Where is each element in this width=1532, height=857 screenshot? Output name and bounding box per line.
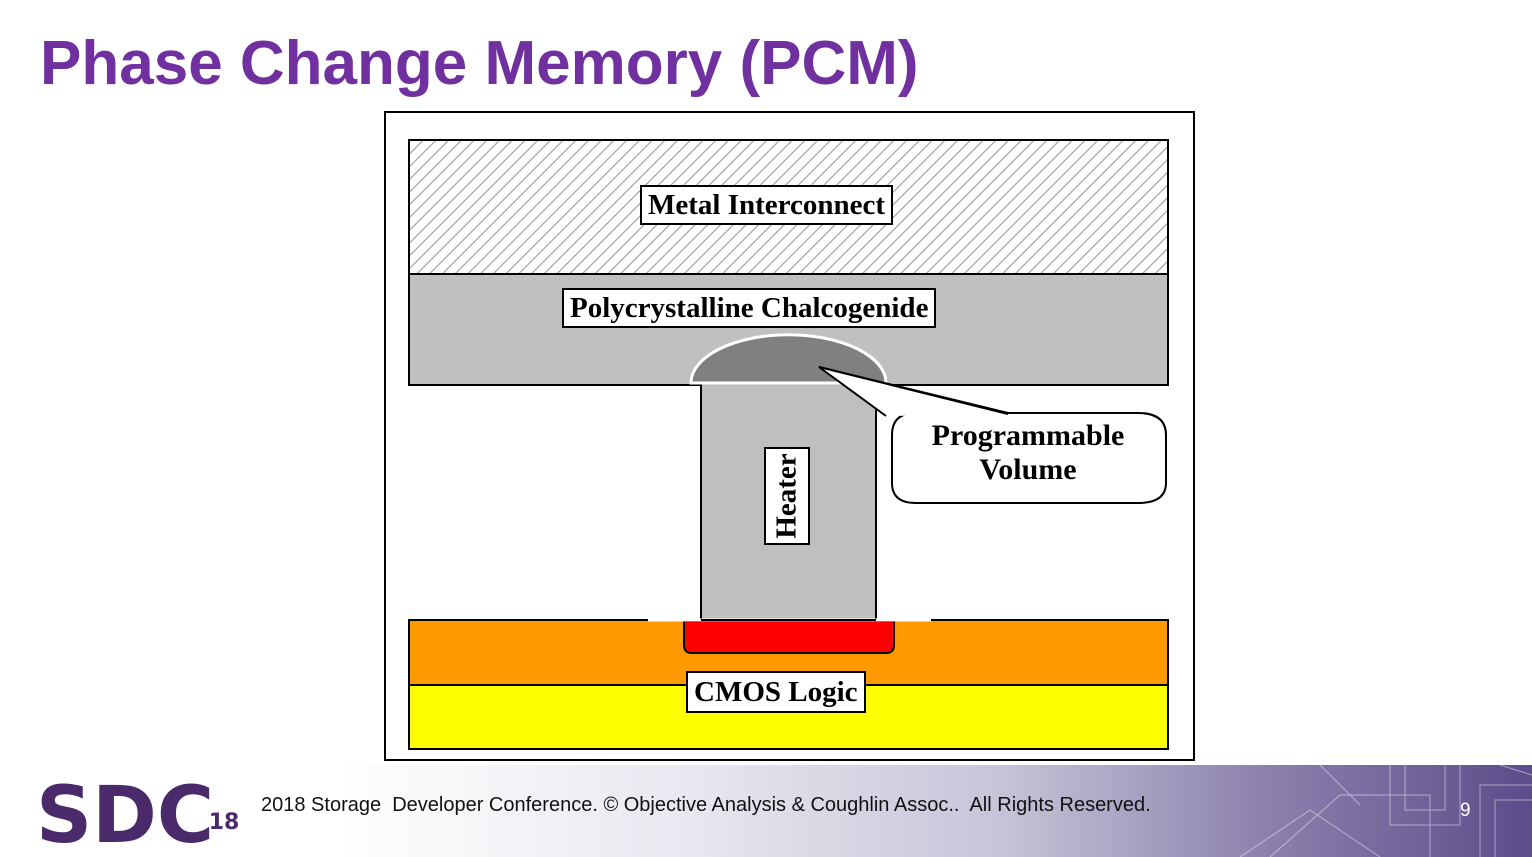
callout-pointer bbox=[818, 366, 1009, 417]
callout-balloon bbox=[818, 366, 1167, 504]
logo-letters: SDC bbox=[36, 778, 214, 850]
callout-line-1: Programmable bbox=[931, 419, 1125, 452]
slide-title: Phase Change Memory (PCM) bbox=[40, 29, 919, 98]
chalcogenide-label: Polycrystalline Chalcogenide bbox=[562, 288, 937, 328]
programmable-volume-callout: Programmable Volume bbox=[892, 419, 1164, 487]
logo-year-badge bbox=[211, 807, 237, 833]
sdc-logo: SDC 18 bbox=[36, 778, 240, 850]
metal-interconnect-label: Metal Interconnect bbox=[640, 185, 894, 225]
heater-label: Heater bbox=[770, 453, 803, 539]
page-number: 9 bbox=[1460, 800, 1471, 821]
decorative-circuit-lines bbox=[1239, 765, 1532, 857]
contact-well bbox=[683, 620, 895, 654]
heater-label-box: Heater bbox=[764, 447, 810, 545]
cmos-logic-label: CMOS Logic bbox=[686, 671, 866, 713]
pcm-diagram: Metal Interconnect Polycrystalline Chalc… bbox=[384, 111, 1195, 761]
callout-line-2: Volume bbox=[979, 453, 1077, 486]
copyright-text: 2018 Storage Developer Conference. © Obj… bbox=[261, 794, 1151, 816]
logo-year: 18 bbox=[209, 810, 240, 835]
slide-footer: SDC 18 2018 Storage Developer Conference… bbox=[0, 765, 1532, 857]
